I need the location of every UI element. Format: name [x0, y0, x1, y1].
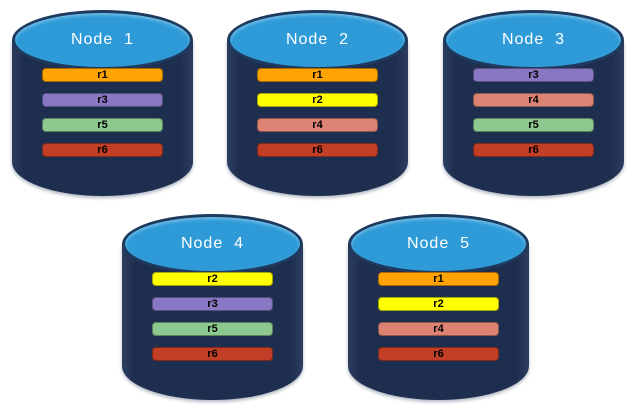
replica-bar: r6: [42, 143, 163, 157]
replica-bar: r6: [257, 143, 378, 157]
database-cylinder-top: Node 2: [227, 10, 408, 70]
node-label: Node 5: [406, 235, 471, 252]
replica-bar: r1: [42, 68, 163, 82]
replica-list: r1 r2 r4 r6: [257, 68, 378, 168]
replica-bar: r6: [152, 347, 273, 361]
replica-bar: r3: [42, 93, 163, 107]
replica-bar: r4: [257, 118, 378, 132]
replica-bar: r5: [42, 118, 163, 132]
replica-list: r2 r3 r5 r6: [152, 272, 273, 372]
replica-bar: r6: [473, 143, 594, 157]
replica-list: r3 r4 r5 r6: [473, 68, 594, 168]
database-cylinder-top: Node 5: [348, 214, 529, 274]
node-cylinder-3: Node 3 r3 r4 r5 r6: [443, 10, 624, 198]
node-cylinder-2: Node 2 r1 r2 r4 r6: [227, 10, 408, 198]
replica-bar: r3: [473, 68, 594, 82]
replica-bar: r4: [378, 322, 499, 336]
replica-bar: r2: [378, 297, 499, 311]
node-cylinder-5: Node 5 r1 r2 r4 r6: [348, 214, 529, 402]
replica-bar: r2: [152, 272, 273, 286]
replica-bar: r4: [473, 93, 594, 107]
node-label: Node 2: [285, 31, 350, 48]
replica-bar: r5: [473, 118, 594, 132]
node-cylinder-4: Node 4 r2 r3 r5 r6: [122, 214, 303, 402]
replica-bar: r1: [257, 68, 378, 82]
replica-list: r1 r3 r5 r6: [42, 68, 163, 168]
replica-bar: r6: [378, 347, 499, 361]
node-label: Node 3: [501, 31, 566, 48]
database-cylinder-top: Node 1: [12, 10, 193, 70]
replica-bar: r2: [257, 93, 378, 107]
database-cylinder-top: Node 4: [122, 214, 303, 274]
node-label: Node 4: [180, 235, 245, 252]
database-cylinder-top: Node 3: [443, 10, 624, 70]
node-label: Node 1: [70, 31, 135, 48]
replica-list: r1 r2 r4 r6: [378, 272, 499, 372]
replica-bar: r5: [152, 322, 273, 336]
replica-bar: r3: [152, 297, 273, 311]
node-cylinder-1: Node 1 r1 r3 r5 r6: [12, 10, 193, 198]
replica-bar: r1: [378, 272, 499, 286]
